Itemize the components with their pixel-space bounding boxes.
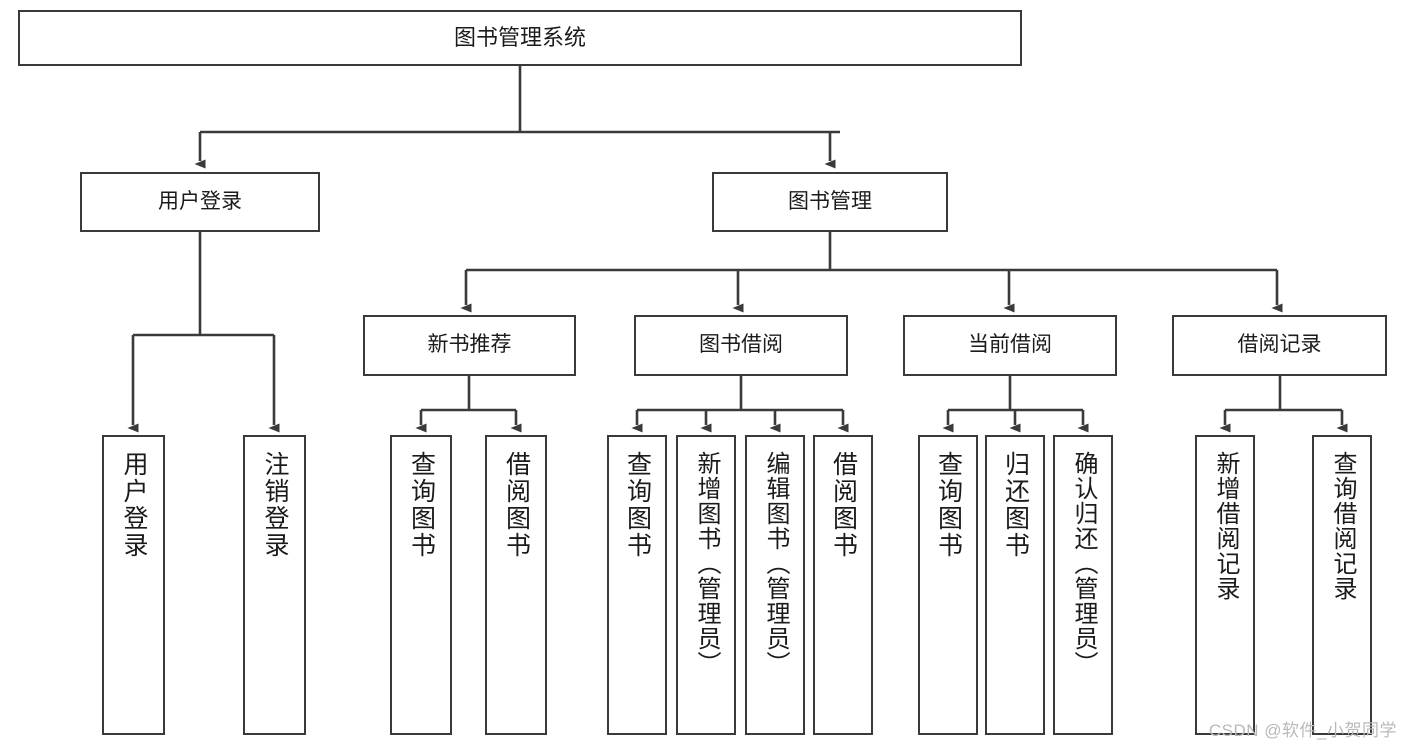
node-leaf-query-book-1-label: 查询图书 [407,451,436,559]
node-book-borrow-label: 图书借阅 [699,333,783,357]
node-leaf-confirm-return[interactable]: 确认归还（管理员） [1053,435,1113,735]
node-current-borrow-label: 当前借阅 [968,333,1052,357]
node-leaf-logout-login[interactable]: 注销登录 [243,435,306,735]
node-leaf-query-book-3[interactable]: 查询图书 [918,435,978,735]
node-leaf-query-book-1[interactable]: 查询图书 [390,435,452,735]
node-leaf-logout-login-label: 注销登录 [261,451,289,559]
node-book-manage[interactable]: 图书管理 [712,172,948,232]
node-leaf-query-record-label: 查询借阅记录 [1329,451,1356,601]
node-leaf-return-book[interactable]: 归还图书 [985,435,1045,735]
node-leaf-query-record[interactable]: 查询借阅记录 [1312,435,1372,735]
node-leaf-edit-book[interactable]: 编辑图书（管理员） [745,435,805,735]
node-leaf-query-book-2[interactable]: 查询图书 [607,435,667,735]
node-borrow-record-label: 借阅记录 [1237,333,1322,357]
node-leaf-return-book-label: 归还图书 [1001,451,1030,559]
node-user-login[interactable]: 用户登录 [80,172,320,232]
node-leaf-borrow-book-2-label: 借阅图书 [829,451,858,559]
node-current-borrow[interactable]: 当前借阅 [903,315,1117,376]
node-leaf-add-record-label: 新增借阅记录 [1212,451,1239,601]
node-leaf-add-book-label: 新增图书（管理员） [693,451,720,676]
node-leaf-user-login-label: 用户登录 [120,451,148,559]
node-leaf-borrow-book-2[interactable]: 借阅图书 [813,435,873,735]
node-root[interactable]: 图书管理系统 [18,10,1022,66]
watermark: CSDN @软件_小贺同学 [1208,721,1397,740]
node-root-label: 图书管理系统 [453,25,586,51]
node-leaf-add-record[interactable]: 新增借阅记录 [1195,435,1255,735]
node-user-login-label: 用户登录 [158,189,242,213]
node-leaf-borrow-book-1[interactable]: 借阅图书 [485,435,547,735]
node-leaf-query-book-2-label: 查询图书 [623,451,652,559]
node-leaf-user-login[interactable]: 用户登录 [102,435,165,735]
node-book-borrow[interactable]: 图书借阅 [634,315,848,376]
node-new-book-recommend-label: 新书推荐 [427,333,512,357]
node-leaf-query-book-3-label: 查询图书 [934,451,963,559]
node-leaf-edit-book-label: 编辑图书（管理员） [762,451,789,676]
node-leaf-add-book[interactable]: 新增图书（管理员） [676,435,736,735]
node-new-book-recommend[interactable]: 新书推荐 [363,315,576,376]
node-borrow-record[interactable]: 借阅记录 [1172,315,1387,376]
node-leaf-borrow-book-1-label: 借阅图书 [502,451,531,559]
node-leaf-confirm-return-label: 确认归还（管理员） [1070,451,1097,676]
node-book-manage-label: 图书管理 [788,189,872,213]
